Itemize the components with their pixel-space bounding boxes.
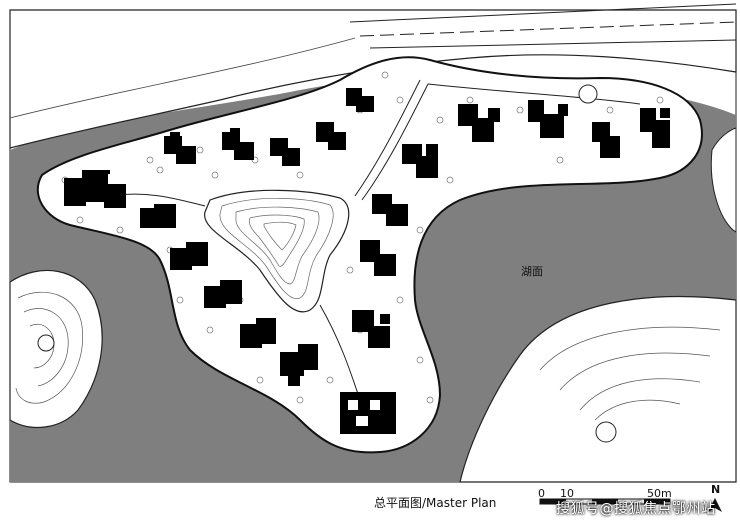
lake-label: 湖面 [521,265,543,278]
villa [222,128,254,160]
villa [204,280,242,308]
villa [402,144,438,178]
villa [372,194,408,226]
villa [316,122,346,150]
villa [352,310,390,348]
villa [458,104,500,142]
villa [280,344,318,386]
villa [360,240,396,276]
villa [240,318,276,348]
villa [270,138,300,166]
west-island [9,269,103,428]
scale-label-zero: 0 [538,487,545,500]
north-arrow-icon [708,498,722,512]
villa [340,392,396,434]
plan-caption: 总平面图/Master Plan [374,496,497,510]
northeast-island [710,127,737,233]
shore-road [349,3,737,23]
villa-footprints [64,88,670,434]
villa [140,204,176,228]
villa [170,242,208,270]
villa [346,88,374,112]
villa [528,100,568,138]
north-label: N [711,483,721,496]
villa [164,132,196,164]
villa [640,108,670,148]
villa [64,170,126,208]
watermark: 搜狐号@搜狐焦点鄂州站 [556,501,716,517]
villa [592,122,620,158]
scale-label-ten: 10 [560,487,574,500]
southeast-island [459,296,737,483]
scale-bar [539,498,671,505]
scale-label-fifty: 50m [647,487,672,500]
